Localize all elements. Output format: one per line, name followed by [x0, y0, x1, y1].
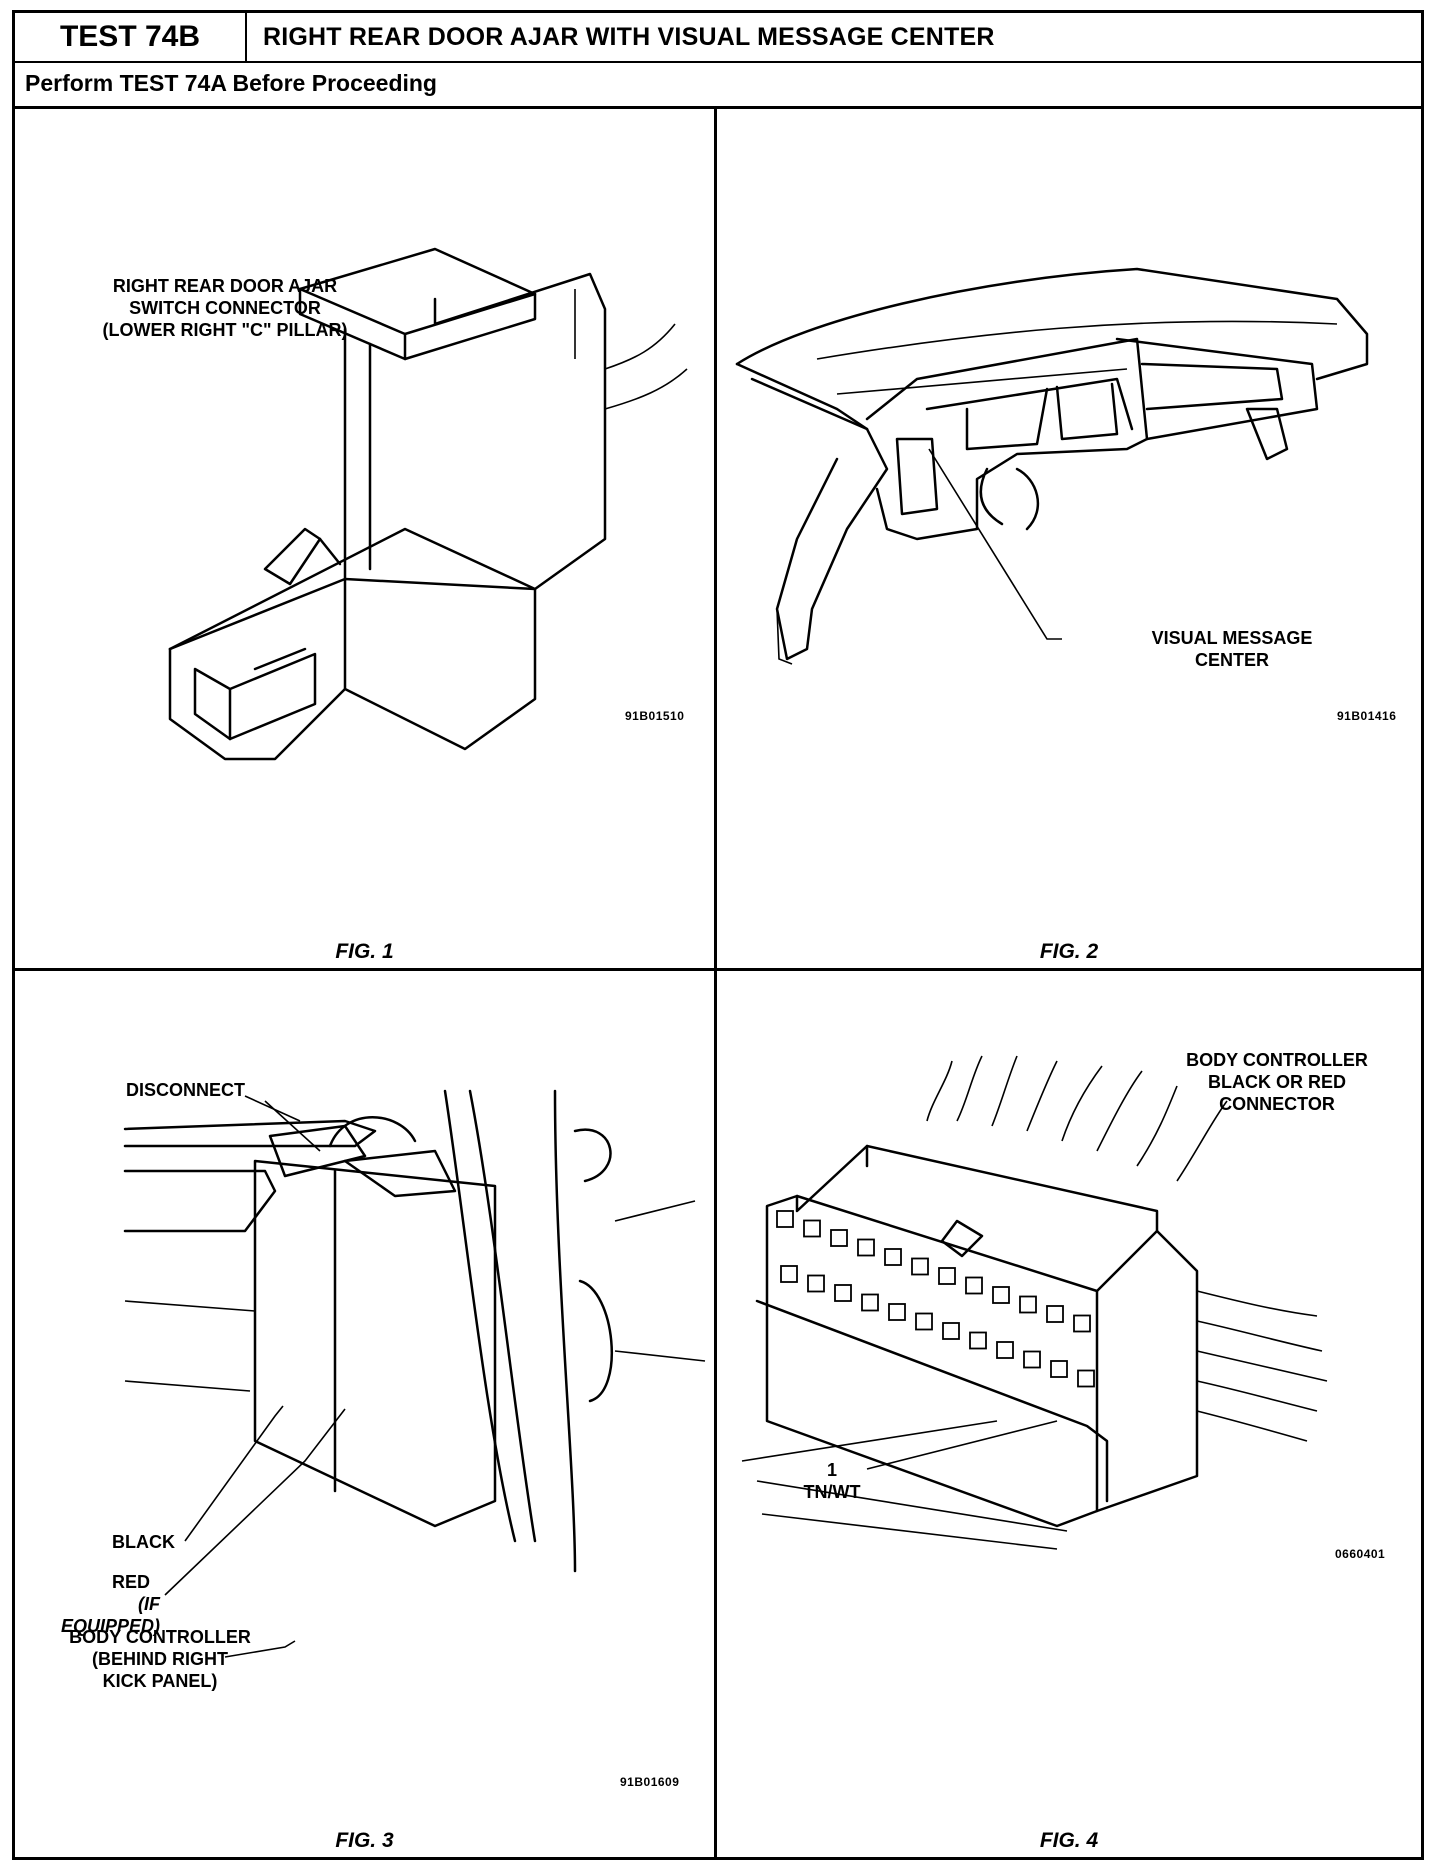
connector-cavity	[803, 1219, 821, 1238]
body-controller-label: BODY CONTROLLER (BEHIND RIGHT KICK PANEL…	[45, 1626, 275, 1692]
connector-cavity	[996, 1341, 1014, 1359]
connector-cavity	[969, 1331, 987, 1350]
connector-cavity	[888, 1303, 906, 1321]
disconnect-label: DISCONNECT	[125, 1080, 245, 1100]
fig2-caption: FIG. 2	[1039, 940, 1099, 963]
fig2-label: VISUAL MESSAGE CENTER	[1112, 627, 1352, 671]
fig2-code: 91B01416	[1337, 709, 1397, 723]
body-controller-illustration	[123, 1089, 706, 1658]
connector-cavities	[776, 1210, 1095, 1470]
figure-3-panel: DISCONNECT BLACK RED (IF EQUIPPED) BODY …	[15, 971, 717, 1857]
fig1-label-line: (LOWER RIGHT "C" PILLAR)	[102, 320, 348, 340]
fig1-label-line: RIGHT REAR DOOR AJAR	[112, 276, 338, 296]
connector-cavity	[1023, 1350, 1041, 1369]
fig3-code: 91B01609	[620, 1775, 680, 1789]
connector-cavity	[1077, 1369, 1095, 1388]
connector-cavity	[834, 1284, 852, 1302]
connector-cavity	[1019, 1295, 1037, 1314]
connector-cavity	[938, 1267, 956, 1285]
connector-cavity	[830, 1229, 848, 1247]
connector-cavity	[807, 1274, 825, 1293]
connector-cavity	[857, 1238, 875, 1257]
connector-cavity	[780, 1265, 798, 1283]
fig4-label-line: BODY CONTROLLER	[1186, 1050, 1368, 1070]
figure-1-panel: RIGHT REAR DOOR AJAR SWITCH CONNECTOR (L…	[15, 109, 717, 971]
body-controller-connector-illustration	[741, 1055, 1328, 1550]
connector-cavity	[965, 1276, 983, 1295]
fig4-label-line: CONNECTOR	[1219, 1094, 1335, 1114]
red-label-text: RED	[111, 1572, 150, 1592]
pin-number: 1	[826, 1460, 837, 1480]
header-bar: TEST 74B RIGHT REAR DOOR AJAR WITH VISUA…	[15, 13, 1421, 63]
fig4-code: 0660401	[1335, 1547, 1386, 1561]
connector-cavity	[1073, 1314, 1091, 1333]
page-subtitle: Perform TEST 74A Before Proceeding	[15, 61, 1421, 109]
connector-cavity	[776, 1210, 794, 1228]
page-title: RIGHT REAR DOOR AJAR WITH VISUAL MESSAGE…	[263, 22, 995, 51]
if-equipped-note: (IF EQUIPPED)	[60, 1594, 160, 1636]
fig3-label-line: BODY CONTROLLER	[69, 1627, 251, 1647]
connector-cavity	[915, 1312, 933, 1331]
fig4-label-line: BLACK OR RED	[1208, 1072, 1346, 1092]
fig1-label: RIGHT REAR DOOR AJAR SWITCH CONNECTOR (L…	[55, 275, 395, 341]
fig2-label-line: CENTER	[1194, 650, 1269, 670]
connector-cavity	[911, 1257, 929, 1276]
fig3-caption: FIG. 3	[335, 1829, 394, 1852]
red-connector-label: RED (IF EQUIPPED)	[35, 1571, 160, 1637]
connector-cavity	[1050, 1360, 1068, 1378]
connector-cavity	[942, 1322, 960, 1340]
fig1-code: 91B01510	[625, 709, 685, 723]
connector-cavity	[1046, 1305, 1064, 1323]
connector-cavity	[884, 1248, 902, 1266]
fig4-caption: FIG. 4	[1039, 1829, 1099, 1852]
connector-cavity	[861, 1293, 879, 1312]
figure-4-panel: BODY CONTROLLER BLACK OR RED CONNECTOR 1…	[717, 971, 1421, 1857]
fig3-label-line: (BEHIND RIGHT	[92, 1649, 228, 1669]
pin-1-label: 1 TN/WT	[797, 1459, 867, 1503]
fig4-label: BODY CONTROLLER BLACK OR RED CONNECTOR	[1157, 1049, 1397, 1115]
test-id: TEST 74B	[15, 13, 247, 61]
black-connector-label: BLACK	[112, 1532, 175, 1552]
connector-cavity	[992, 1286, 1010, 1304]
fig3-label-line: KICK PANEL)	[102, 1671, 218, 1691]
instrument-panel-illustration	[735, 267, 1369, 665]
figure-2-panel: VISUAL MESSAGE CENTER 91B01416 FIG. 2	[717, 109, 1421, 971]
diagnostic-sheet: TEST 74B RIGHT REAR DOOR AJAR WITH VISUA…	[12, 10, 1424, 1860]
pin-wire-color: TN/WT	[803, 1482, 861, 1502]
fig2-label-line: VISUAL MESSAGE	[1151, 628, 1313, 648]
fig1-label-line: SWITCH CONNECTOR	[129, 298, 321, 318]
switch-connector-illustration	[168, 247, 688, 761]
pin-1-leader-line	[866, 1420, 1058, 1470]
fig1-caption: FIG. 1	[335, 940, 394, 963]
